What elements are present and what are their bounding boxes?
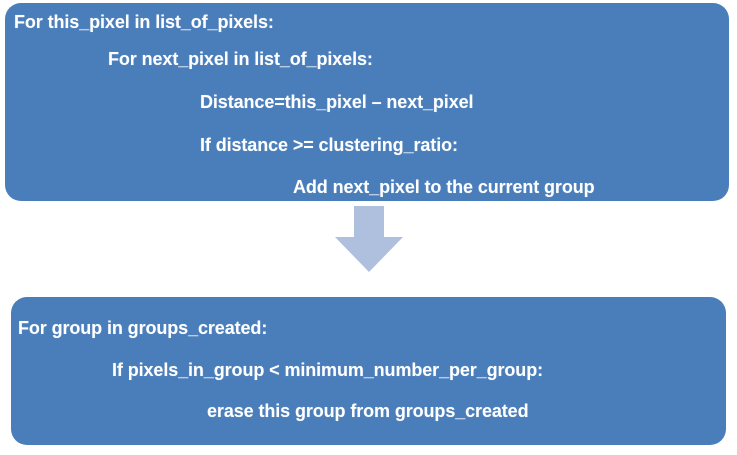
process-box-pruning-step: For group in groups_created: If pixels_i… (11, 297, 726, 445)
code-line: If distance >= clustering_ratio: (200, 135, 458, 155)
code-line: For group in groups_created: (18, 318, 268, 338)
process-box-clustering-step: For this_pixel in list_of_pixels: For ne… (5, 3, 729, 201)
code-line: Distance=this_pixel – next_pixel (200, 92, 474, 112)
down-arrow-icon (324, 205, 414, 275)
code-line: For next_pixel in list_of_pixels: (108, 49, 373, 69)
code-line: Add next_pixel to the current group (293, 177, 595, 197)
code-line: If pixels_in_group < minimum_number_per_… (112, 360, 543, 380)
code-line: erase this group from groups_created (207, 401, 529, 421)
code-line: For this_pixel in list_of_pixels: (14, 12, 274, 32)
